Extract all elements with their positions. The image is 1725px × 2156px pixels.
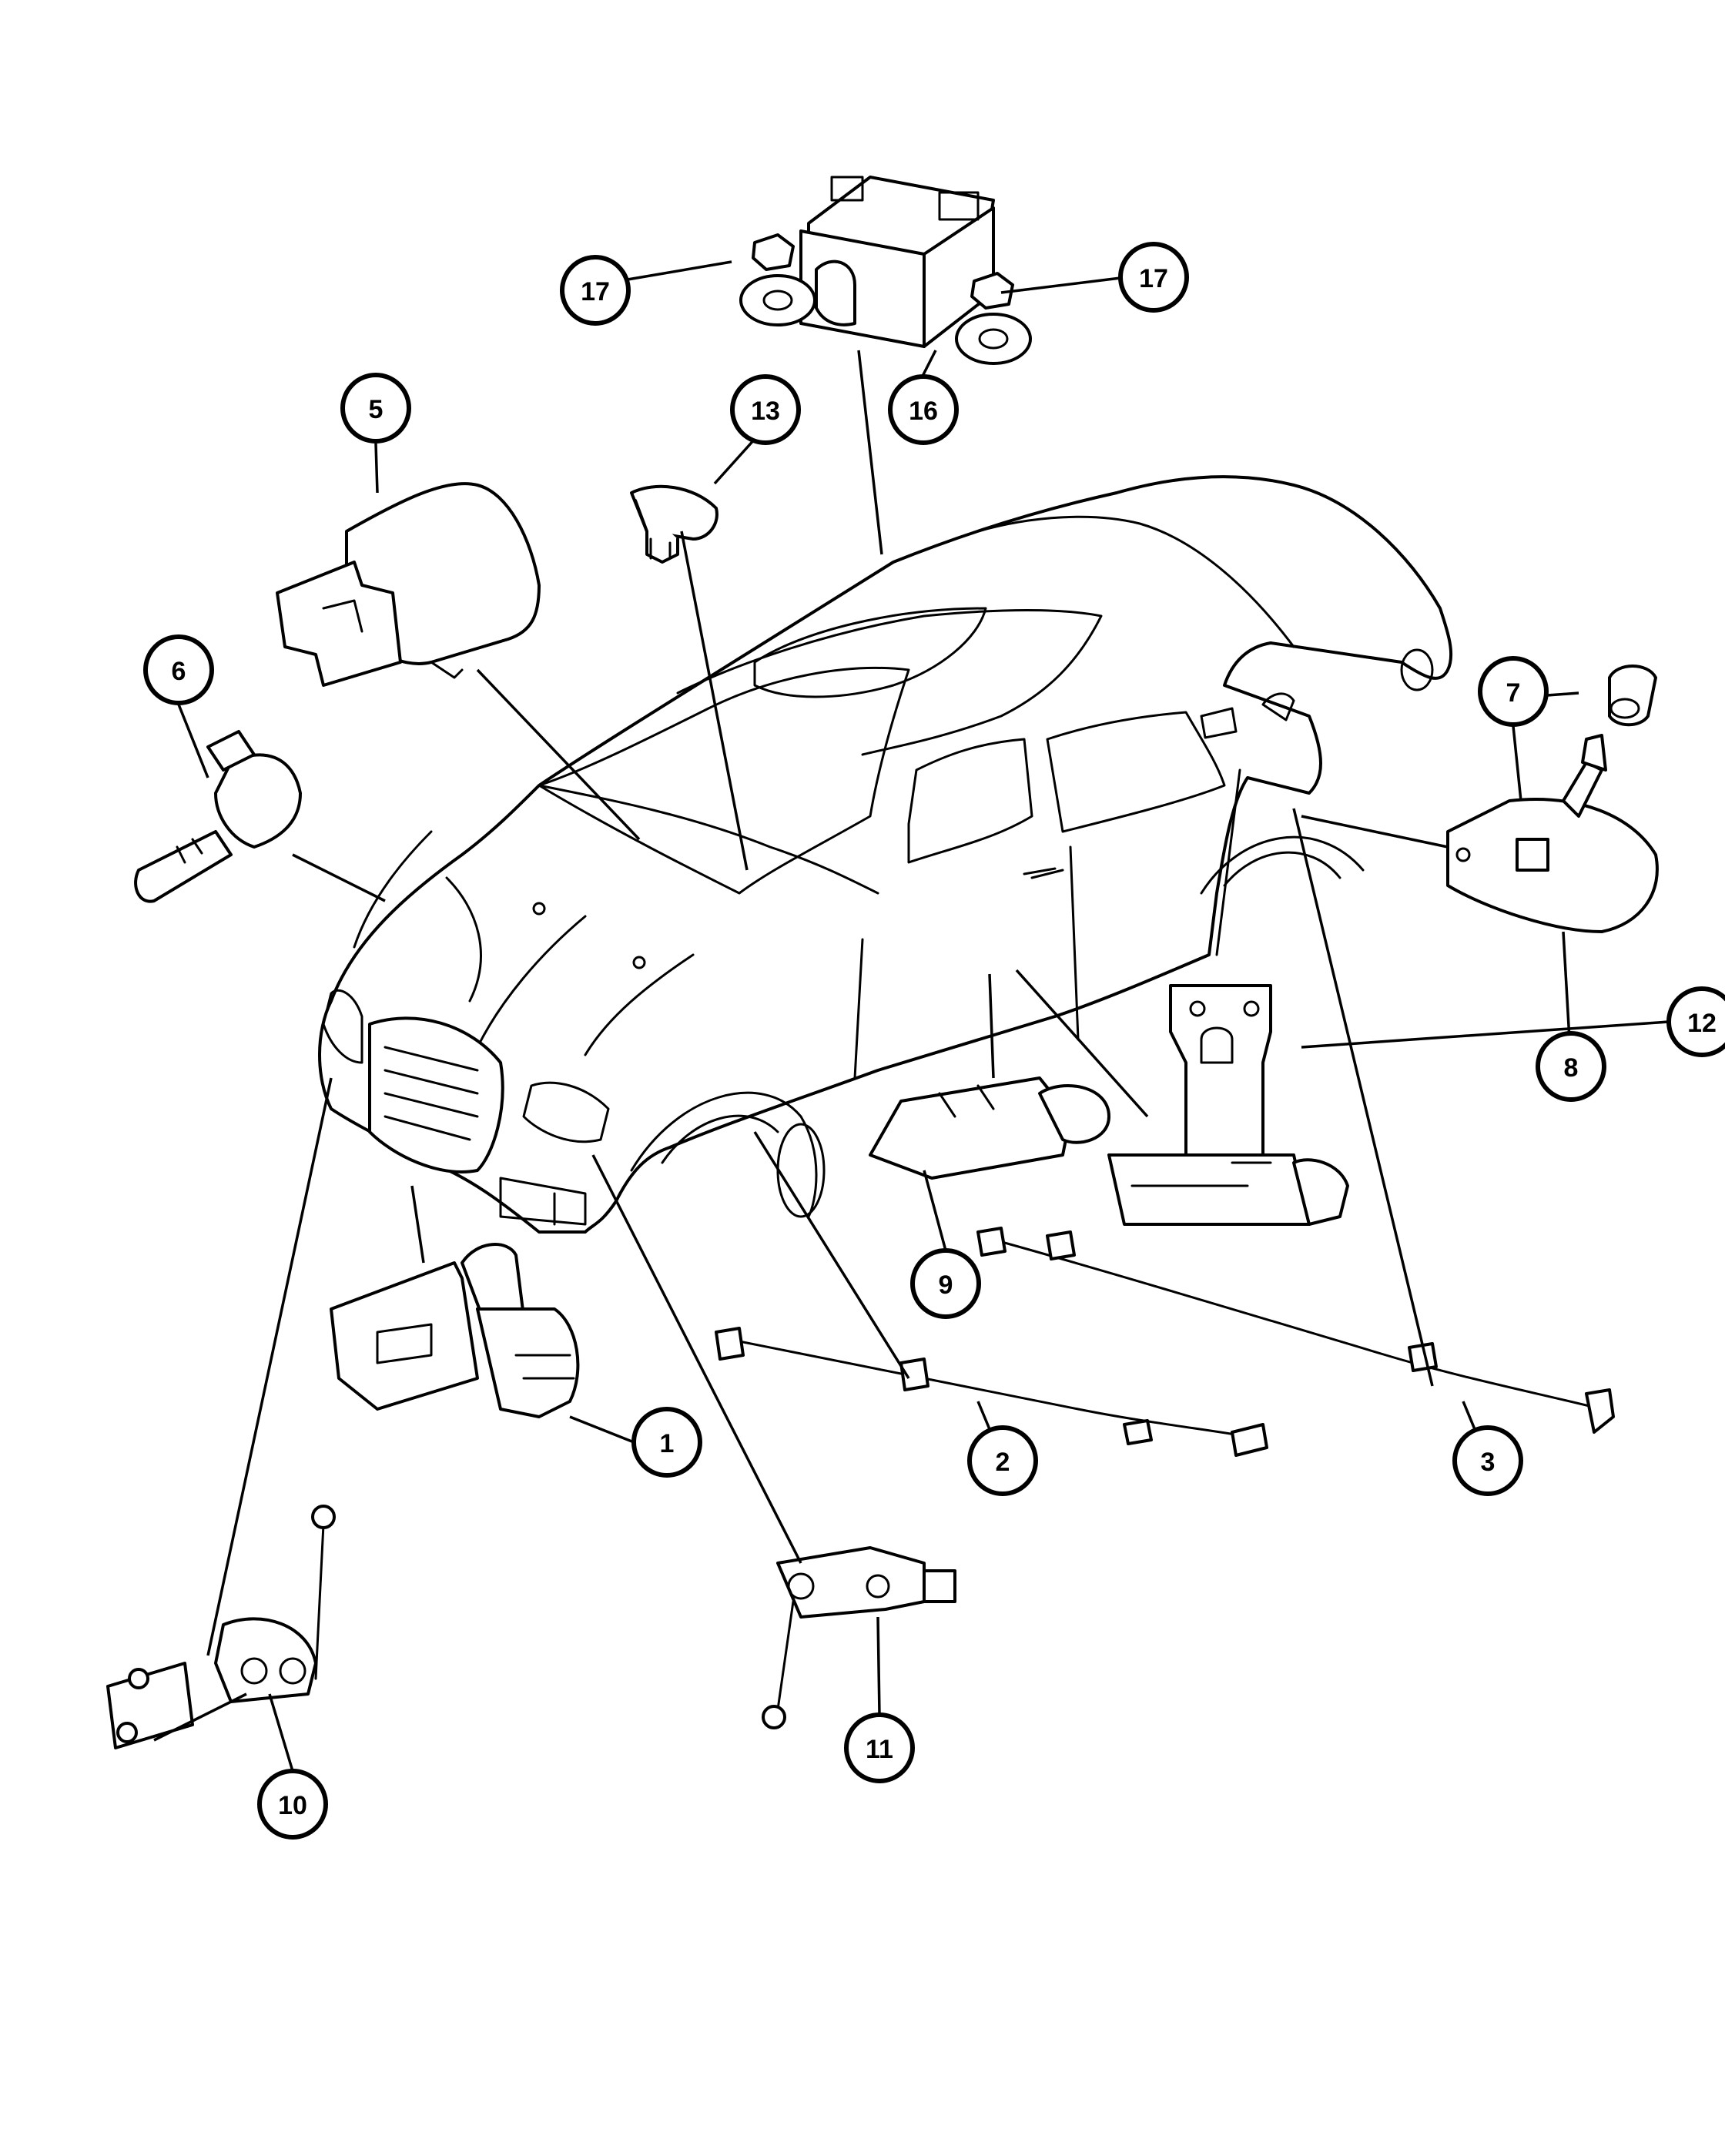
callout-6: 6 <box>143 634 214 705</box>
svg-text:13: 13 <box>751 397 780 426</box>
svg-text:2: 2 <box>996 1448 1010 1477</box>
svg-text:3: 3 <box>1481 1448 1496 1477</box>
leader-lines <box>153 260 1670 1772</box>
sensor-9 <box>869 1076 1110 1180</box>
callout-2: 2 <box>967 1425 1038 1496</box>
callout-11: 11 <box>844 1712 915 1783</box>
callout-16: 16 <box>888 374 959 445</box>
svg-text:11: 11 <box>866 1735 893 1764</box>
svg-text:1: 1 <box>660 1429 675 1458</box>
level-sensor-11 <box>762 1546 956 1729</box>
valve-cap-7 <box>1608 665 1657 727</box>
wheel-speed-sensor-2 <box>715 1327 1268 1457</box>
svg-text:6: 6 <box>172 657 186 686</box>
tire-pressure-sensor-8 <box>1446 734 1659 933</box>
svg-text:16: 16 <box>909 397 938 426</box>
mounting-nut-right <box>970 272 1014 310</box>
callout-12: 12 <box>1666 986 1725 1057</box>
sensor-12 <box>1107 984 1349 1226</box>
callout-3: 3 <box>1452 1425 1523 1496</box>
svg-text:10: 10 <box>278 1791 307 1820</box>
sensor-6 <box>134 730 302 903</box>
mounting-nut-left <box>752 233 795 271</box>
vehicle-body <box>318 475 1453 1234</box>
svg-text:12: 12 <box>1687 1009 1717 1038</box>
svg-text:7: 7 <box>1506 678 1521 708</box>
callout-17-right: 17 <box>1118 242 1189 313</box>
svg-text:17: 17 <box>1139 264 1168 293</box>
svg-text:9: 9 <box>939 1270 953 1300</box>
sensor-5 <box>276 482 541 687</box>
sensor-13 <box>630 484 718 564</box>
svg-text:8: 8 <box>1564 1053 1579 1083</box>
callout-13: 13 <box>730 374 801 445</box>
callout-5: 5 <box>340 373 411 444</box>
callout-17-left: 17 <box>560 255 631 326</box>
callout-1: 1 <box>631 1407 702 1478</box>
callout-7: 7 <box>1478 656 1549 727</box>
svg-text:17: 17 <box>581 277 610 306</box>
callout-9: 9 <box>910 1248 981 1319</box>
sensor-1 <box>330 1243 580 1418</box>
callout-8: 8 <box>1536 1031 1606 1102</box>
level-sensor-10 <box>106 1505 336 1749</box>
wheel-speed-sensor-3 <box>976 1227 1615 1434</box>
callout-10: 10 <box>257 1769 328 1840</box>
occupant-restraint-module <box>739 176 1032 365</box>
svg-text:5: 5 <box>369 395 384 424</box>
